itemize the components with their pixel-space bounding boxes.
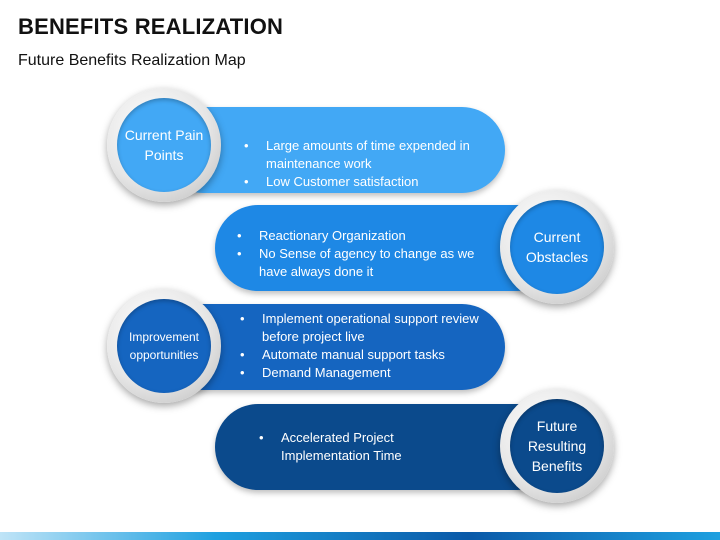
bullet-item: Reactionary Organization <box>237 227 482 245</box>
bullet-item: Accelerated Project Implementation Time <box>259 429 439 465</box>
pain-points-ring: Current Pain Points <box>107 88 221 202</box>
row-future-benefits: Accelerated Project Implementation Time … <box>0 389 720 503</box>
improvement-pill: Implement operational support review bef… <box>160 304 505 390</box>
bullet-item: Demand Management <box>240 364 495 382</box>
bullet-item: Large amounts of time expended in mainte… <box>244 137 484 173</box>
improvement-bullets: Implement operational support review bef… <box>240 310 495 382</box>
obstacles-circle: Current Obstacles <box>510 200 604 294</box>
row-improvement-opportunities: Implement operational support review bef… <box>0 289 720 403</box>
obstacles-bullets: Reactionary Organization No Sense of age… <box>237 227 482 281</box>
circle-label: Current Pain Points <box>124 127 204 163</box>
bullet-item: No Sense of agency to change as we have … <box>237 245 482 281</box>
future-benefits-circle: Future Resulting Benefits <box>510 399 604 493</box>
bullet-item: Automate manual support tasks <box>240 346 495 364</box>
obstacles-ring: Current Obstacles <box>500 190 614 304</box>
future-benefits-bullets: Accelerated Project Implementation Time <box>259 429 439 465</box>
circle-label: Improvement opportunities <box>128 330 200 362</box>
bullet-item: Implement operational support review bef… <box>240 310 495 346</box>
bullet-item: Low Customer satisfaction <box>244 173 484 191</box>
improvement-circle: Improvement opportunities <box>117 299 211 393</box>
pain-points-bullets: Large amounts of time expended in mainte… <box>244 137 484 191</box>
circle-label: Current Obstacles <box>525 229 589 265</box>
row-current-obstacles: Reactionary Organization No Sense of age… <box>0 190 720 304</box>
bottom-accent-bar <box>0 532 720 540</box>
page-title: BENEFITS REALIZATION <box>18 14 284 39</box>
page-subtitle: Future Benefits Realization Map <box>18 52 246 69</box>
future-benefits-ring: Future Resulting Benefits <box>500 389 614 503</box>
row-current-pain-points: Large amounts of time expended in mainte… <box>0 88 720 202</box>
circle-label: Future Resulting Benefits <box>527 418 587 474</box>
improvement-ring: Improvement opportunities <box>107 289 221 403</box>
pain-points-circle: Current Pain Points <box>117 98 211 192</box>
